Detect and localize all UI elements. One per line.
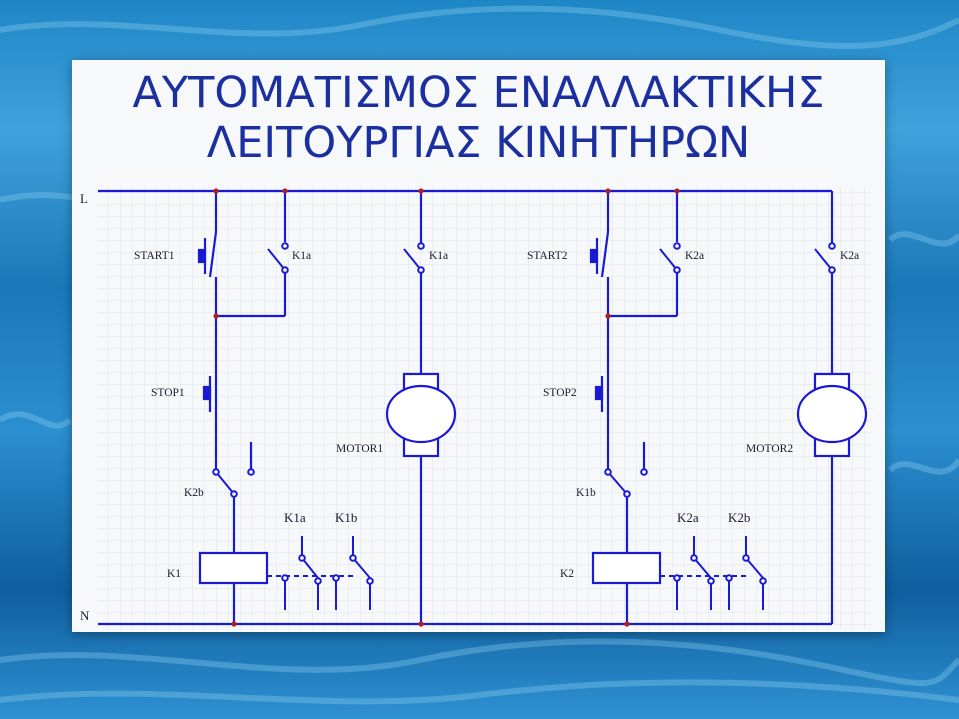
k2-coil	[591, 551, 662, 585]
label-motor2: MOTOR2	[746, 443, 793, 455]
label-k1b: K1b	[576, 487, 596, 499]
k1a-motor-contact	[403, 242, 425, 274]
label-k2b: K2b	[184, 487, 204, 499]
label-start1: START1	[134, 250, 175, 262]
title-line-2: ΛΕΙΤΟΥΡΓΙΑΣ ΚΙΝΗΤΗΡΩΝ	[206, 118, 751, 168]
label-stop2: STOP2	[543, 387, 577, 399]
rail-label-live: L	[80, 191, 88, 206]
k2a-holding-contact	[659, 242, 681, 274]
control-circuit-2	[606, 191, 834, 624]
label-stop1: STOP1	[151, 387, 185, 399]
k1-coil	[198, 551, 269, 585]
k2a-motor-contact	[814, 242, 836, 274]
k2b-interlock-contact	[212, 468, 255, 498]
label-start2: START2	[527, 250, 568, 262]
motor2-symbol	[796, 372, 868, 458]
label-k1a-motor: K1a	[429, 250, 448, 262]
stop2-button-symbol	[594, 374, 610, 412]
label-k2a-motor: K2a	[840, 250, 859, 262]
label-k2: K2	[560, 568, 574, 580]
label-motor1: MOTOR1	[336, 443, 383, 455]
motor1-symbol	[385, 372, 457, 458]
label-k2a-holding: K2a	[685, 250, 704, 262]
label-k2b-aux: K2b	[728, 510, 750, 525]
k2-aux-contacts	[660, 536, 767, 610]
label-k2a-aux: K2a	[677, 510, 699, 525]
title-line-1: ΑΥΤΟΜΑΤΙΣΜΟΣ ΕΝΑΛΛΑΚΤΙΚΗΣ	[132, 68, 825, 118]
label-k1: K1	[167, 568, 181, 580]
junction-nodes	[213, 188, 680, 627]
start1-button-symbol	[197, 231, 218, 278]
label-k1a-holding: K1a	[292, 250, 311, 262]
control-circuit-1	[214, 191, 423, 624]
stop1-button-symbol	[202, 374, 218, 412]
label-k1a-aux: K1a	[284, 510, 306, 525]
start2-button-symbol	[589, 231, 610, 278]
page-title: ΑΥΤΟΜΑΤΙΣΜΟΣ ΕΝΑΛΛΑΚΤΙΚΗΣ ΛΕΙΤΟΥΡΓΙΑΣ ΚΙ…	[72, 68, 885, 168]
k1-aux-contacts	[267, 536, 374, 610]
k1b-interlock-contact	[604, 468, 648, 498]
label-k1b-aux: K1b	[335, 510, 357, 525]
rail-label-neutral: N	[80, 608, 90, 623]
k1a-holding-contact	[267, 242, 289, 274]
